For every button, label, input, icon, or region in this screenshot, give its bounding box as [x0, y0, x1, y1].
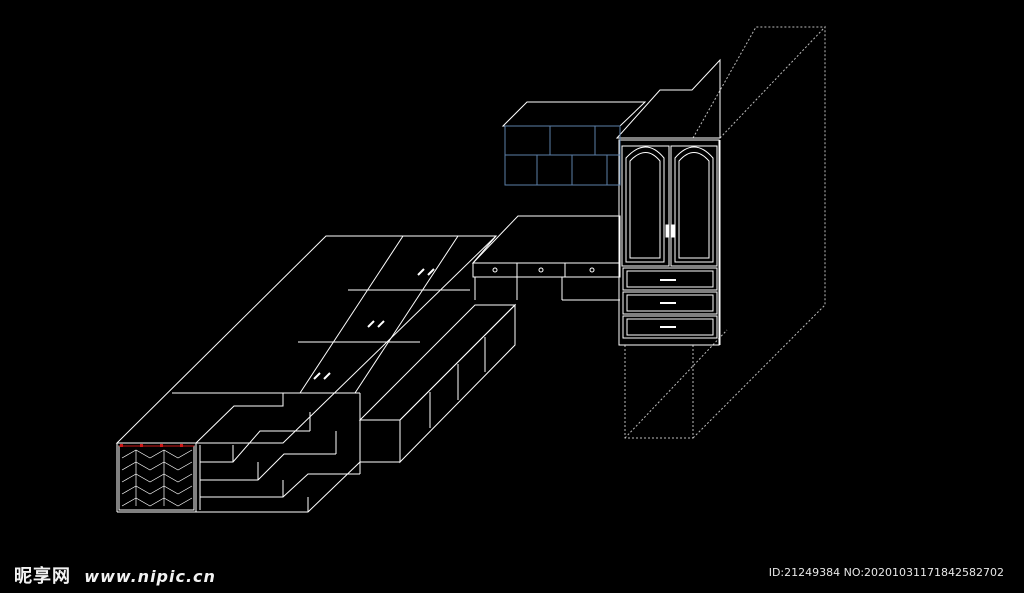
wall-shelf-front [504, 125, 621, 186]
wardrobe-top [615, 58, 721, 139]
wardrobe [615, 25, 826, 439]
tatami-platform [115, 235, 498, 513]
wardrobe-dashed-body [624, 25, 826, 439]
wardrobe-upper-doors [621, 145, 718, 267]
image-id-label: ID:21249384 NO:20201031171842582702 [768, 566, 1004, 579]
steps [195, 393, 361, 513]
wall-shelf-cabinet [501, 101, 647, 186]
desk [471, 215, 621, 301]
site-name: 昵享网 [14, 566, 71, 587]
low-bench [358, 303, 517, 464]
site-watermark: 昵享网 www.nipic.cn [14, 562, 216, 588]
red-markers [120, 444, 183, 447]
herringbone-panel [118, 444, 195, 511]
wardrobe-front [618, 139, 720, 346]
site-url: www.nipic.cn [84, 567, 216, 586]
wardrobe-drawers [622, 267, 718, 339]
